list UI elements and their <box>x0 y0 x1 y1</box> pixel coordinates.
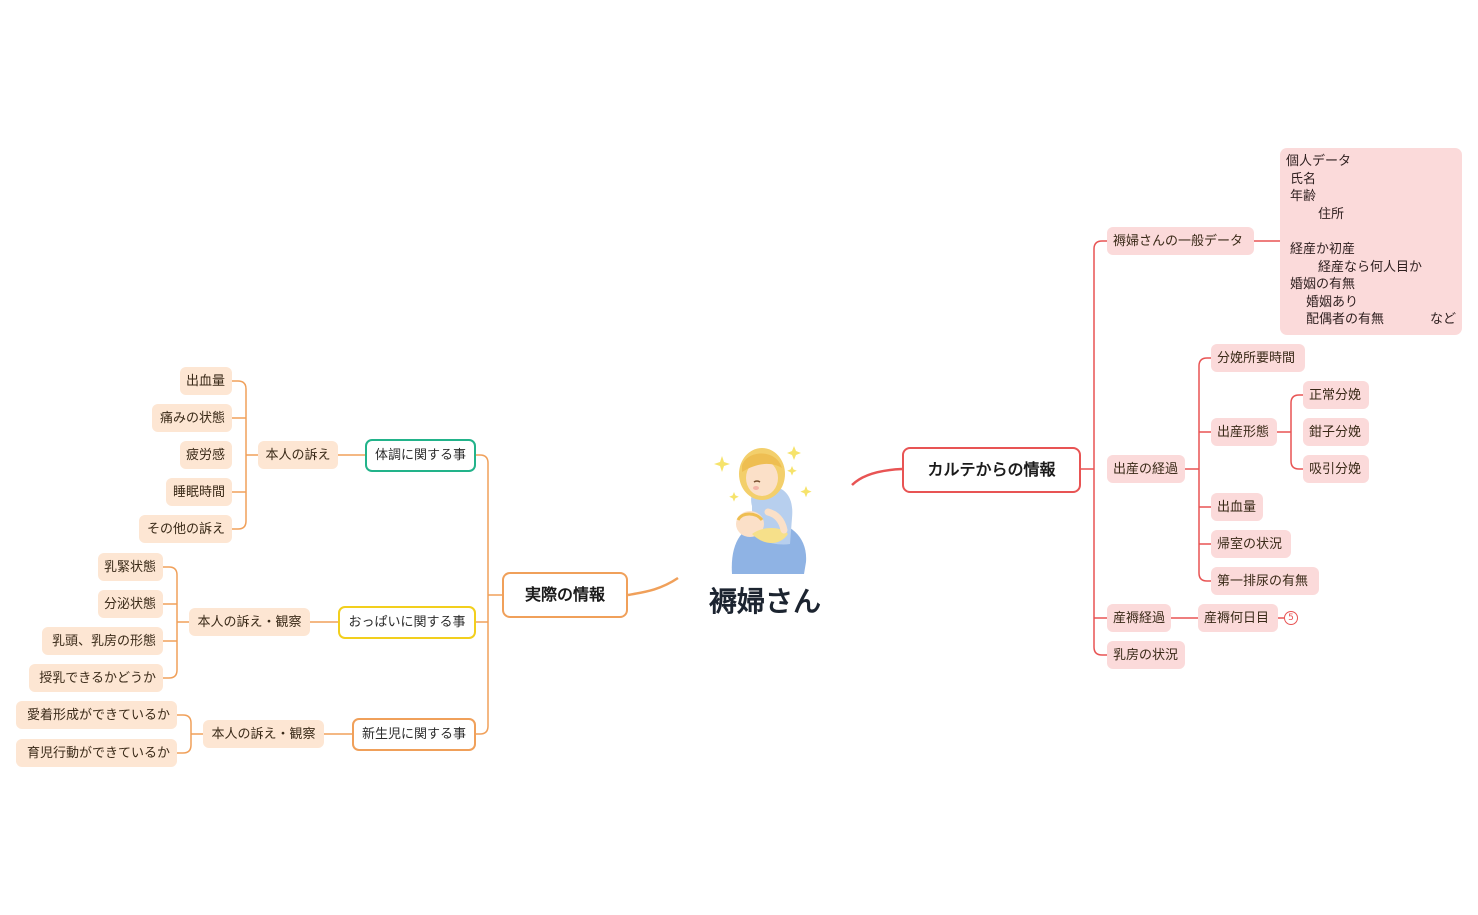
note-line: 経産か初産 <box>1290 241 1356 257</box>
note-text: 配偶者の有無 <box>1306 312 1385 328</box>
node-nipple-shape[interactable]: 乳頭、乳房の形態 <box>42 627 163 655</box>
node-delivery-form[interactable]: 出産形態 <box>1211 418 1277 446</box>
link-right-subs <box>1081 240 1107 656</box>
link-group1 <box>232 380 365 530</box>
note-line: 婚姻あり <box>1306 294 1359 310</box>
node-breast-state[interactable]: 乳房の状況 <box>1107 641 1185 669</box>
note-line: 個人データ <box>1286 154 1352 169</box>
node-childcare-behavior[interactable]: 育児行動ができているか <box>16 739 177 767</box>
node-complaint-observation-3[interactable]: 本人の訴え・観察 <box>203 720 324 748</box>
node-can-breastfeed[interactable]: 授乳できるかどうか <box>29 664 163 692</box>
collapsed-count-badge[interactable]: 5 <box>1284 611 1298 625</box>
node-sleep-time[interactable]: 睡眠時間 <box>166 478 232 506</box>
node-bleeding-amount[interactable]: 出血量 <box>180 367 232 395</box>
node-normal-delivery[interactable]: 正常分娩 <box>1303 381 1369 409</box>
link-root-right <box>851 467 903 486</box>
node-breast-related[interactable]: おっぱいに関する事 <box>338 606 476 639</box>
node-first-urination[interactable]: 第一排尿の有無 <box>1211 567 1319 595</box>
mother-nursing-illustration <box>714 446 812 574</box>
node-secretion-state[interactable]: 分泌状態 <box>98 590 163 618</box>
node-general-data[interactable]: 褥婦さんの一般データ <box>1107 227 1254 255</box>
note-line: 年齢 <box>1290 189 1317 205</box>
link-left-groups <box>476 454 502 735</box>
link-group2 <box>163 566 338 679</box>
note-line: 住所 <box>1318 206 1345 222</box>
node-delivery-bleeding[interactable]: 出血量 <box>1211 493 1263 521</box>
link-root-left <box>627 576 679 597</box>
node-complaint-observation-2[interactable]: 本人の訴え・観察 <box>189 608 310 636</box>
note-tail: など <box>1429 312 1456 328</box>
node-complaint-1[interactable]: 本人の訴え <box>258 441 338 469</box>
node-newborn-related[interactable]: 新生児に関する事 <box>352 718 476 751</box>
node-vacuum-delivery[interactable]: 吸引分娩 <box>1303 455 1369 483</box>
link-group3 <box>177 714 352 754</box>
node-labor-duration[interactable]: 分娩所要時間 <box>1211 344 1305 372</box>
node-return-room[interactable]: 帰室の状況 <box>1211 530 1291 558</box>
root-title[interactable]: 褥婦さん <box>708 585 821 618</box>
link-forms <box>1277 394 1305 470</box>
node-forceps-delivery[interactable]: 鉗子分娩 <box>1303 418 1369 446</box>
node-other-complaints[interactable]: その他の訴え <box>139 515 232 543</box>
node-puerperium-day[interactable]: 産褥何日目 <box>1198 604 1278 632</box>
node-puerperium-course[interactable]: 産褥経過 <box>1107 604 1171 632</box>
node-pain-state[interactable]: 痛みの状態 <box>152 404 232 432</box>
note-line <box>1286 223 1456 241</box>
node-actual-info[interactable]: 実際の情報 <box>502 572 628 618</box>
node-physical-condition[interactable]: 体調に関する事 <box>365 439 476 472</box>
node-attachment[interactable]: 愛着形成ができているか <box>16 701 177 729</box>
node-delivery-course[interactable]: 出産の経過 <box>1107 455 1185 483</box>
note-line: 氏名 <box>1290 171 1317 187</box>
node-fatigue[interactable]: 疲労感 <box>180 441 232 469</box>
note-line-last: 配偶者の有無 など <box>1286 311 1456 329</box>
link-delivery <box>1185 357 1213 582</box>
note-line: 婚姻の有無 <box>1290 277 1356 293</box>
note-line: 経産なら何人目か <box>1318 259 1423 275</box>
node-chart-info[interactable]: カルテからの情報 <box>902 447 1081 493</box>
general-data-note: 個人データ 氏名 年齢 住所 経産か初産 経産なら何人目か 婚姻の有無 婚姻あり… <box>1280 148 1462 335</box>
node-breast-tension[interactable]: 乳緊状態 <box>98 553 163 581</box>
